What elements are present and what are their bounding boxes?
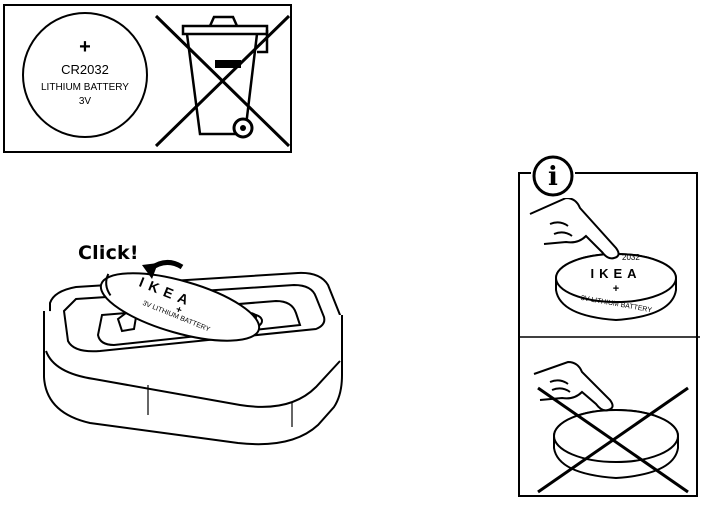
coin-brand-top: IKEA [590,266,641,281]
coin-polarity-top: + [613,283,619,295]
rotate-arrow-icon [142,260,184,279]
crossed-out-wheelie-bin-icon [154,14,291,148]
info-icon: i [532,155,574,197]
hand-icon [529,196,620,260]
coin-battery-icon: + CR2032 LITHIUM BATTERY 3V [22,12,148,138]
battery-model: CR2032 [61,62,109,77]
coin-cell-tilted: IKEA 3V LITHIUM BATTERY + [99,272,261,342]
info-glyph: i [548,162,558,192]
disposal-panel: + CR2032 LITHIUM BATTERY 3V [3,4,292,153]
battery-chemistry: LITHIUM BATTERY [41,82,129,93]
correct-handling: IKEA + 2032 3V LITHIUM BATTERY [529,196,677,322]
battery-tray-drawing: IKEA 3V LITHIUM BATTERY + [43,260,343,446]
hand-flat-icon [533,360,614,412]
click-label: Click! [78,242,139,264]
battery-polarity: + [79,36,91,58]
battery-tray-illustration: IKEA 3V LITHIUM BATTERY + [30,255,360,455]
battery-voltage: 3V [79,96,92,107]
svg-text:+: + [174,304,184,316]
incorrect-handling [533,360,689,494]
info-badge: i [531,154,575,198]
handling-illustration: IKEA + 2032 3V LITHIUM BATTERY [520,196,700,494]
cross-mark-icon [537,386,689,494]
coin-model-top: 2032 [622,253,640,262]
disposal-illustration: + CR2032 LITHIUM BATTERY 3V [22,12,291,148]
handling-panel: IKEA + 2032 3V LITHIUM BATTERY [518,172,700,497]
